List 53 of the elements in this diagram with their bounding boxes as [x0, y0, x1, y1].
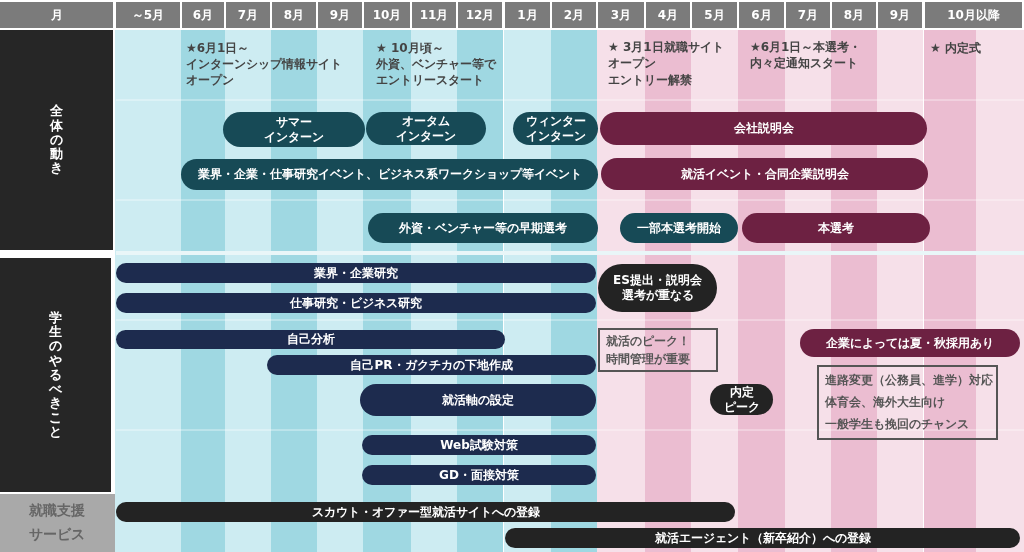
- timeline-bar: 業界・企業研究: [116, 263, 596, 283]
- note-text: ★6月1日～: [186, 40, 251, 57]
- timeline-bar: 内定ピーク: [710, 384, 773, 415]
- note-box: 進路変更（公務員、進学）対応 体育会、海外大生向け 一般学生も挽回のチャンス: [817, 365, 998, 440]
- timeline-bar: 仕事研究・ビジネス研究: [116, 293, 596, 313]
- month-header-cell: 7月: [786, 2, 830, 28]
- timeline-bar: 就活エージェント（新卒紹介）への登録: [505, 528, 1020, 548]
- note-text: 外資、ベンチャー等でエントリースタート: [376, 56, 498, 89]
- note-text: ★ 内定式: [930, 40, 982, 57]
- timeline-bar: 本選考: [742, 213, 930, 243]
- month-header-cell: 5月: [692, 2, 737, 28]
- month-header-cell: 9月: [318, 2, 362, 28]
- section-header: 全体の動き: [0, 30, 113, 250]
- timeline-bar: GD・面接対策: [362, 465, 596, 485]
- month-header-cell: 12月: [458, 2, 502, 28]
- month-header-cell: 4月: [646, 2, 690, 28]
- timeline-bar: サマーインターン: [223, 112, 365, 147]
- month-header-cell: ～5月: [116, 2, 180, 28]
- month-header-cell: 11月: [412, 2, 456, 28]
- timeline-bar: ES提出・説明会選考が重なる: [598, 264, 717, 312]
- timeline-bar: スカウト・オファー型就活サイトへの登録: [116, 502, 735, 522]
- month-header-cell: 6月: [182, 2, 224, 28]
- timeline-bar: 外資・ベンチャー等の早期選考: [368, 213, 598, 243]
- note-text: ★ 3月1日就職サイトオープン: [608, 39, 725, 72]
- timeline-bar: 会社説明会: [600, 112, 927, 145]
- timeline-bar: 自己PR・ガクチカの下地作成: [267, 355, 596, 375]
- month-header-cell: 8月: [272, 2, 316, 28]
- month-header-cell: 3月: [598, 2, 644, 28]
- note-text: エントリー解禁: [608, 72, 693, 89]
- timeline-bar: 就活軸の設定: [360, 384, 596, 416]
- month-header-cell: 2月: [552, 2, 596, 28]
- month-header-cell: 9月: [878, 2, 922, 28]
- month-header-cell: 月: [0, 2, 113, 28]
- month-header-cell: 8月: [832, 2, 876, 28]
- timeline-bar: 一部本選考開始: [620, 213, 738, 243]
- timeline-bar: 自己分析: [116, 330, 505, 349]
- timeline-bar: ウィンターインターン: [513, 112, 598, 145]
- month-header-cell: 1月: [505, 2, 550, 28]
- section-header: 就職支援サービス: [0, 494, 115, 552]
- section-header: 学生のやるべきこと: [0, 258, 111, 492]
- month-header-cell: 6月: [739, 2, 784, 28]
- timeline-bar: オータムインターン: [366, 112, 486, 145]
- month-header-cell: 7月: [226, 2, 270, 28]
- note-text: ★6月1日～本選考・内々定通知スタート: [750, 39, 863, 72]
- note-box: 就活のピーク！ 時間管理が重要: [598, 328, 718, 372]
- note-text: インターンシップ情報サイトオープン: [186, 56, 343, 89]
- month-header-cell: 10月以降: [925, 2, 1022, 28]
- timeline-bar: Web試験対策: [362, 435, 596, 455]
- month-header-cell: 10月: [364, 2, 410, 28]
- timeline-bar: 業界・企業・仕事研究イベント、ビジネス系ワークショップ等イベント: [181, 159, 598, 190]
- timeline-bar: 就活イベント・合同企業説明会: [601, 158, 928, 190]
- timeline-bar: 企業によっては夏・秋採用あり: [800, 329, 1020, 357]
- note-text: ★ 10月頃～: [376, 40, 445, 57]
